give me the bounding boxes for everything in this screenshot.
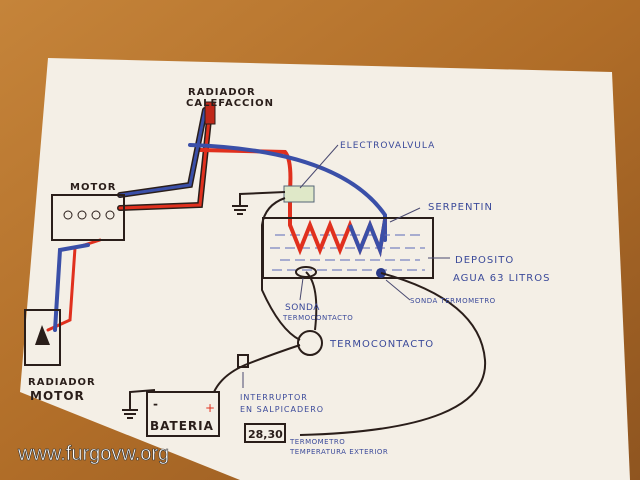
label-radiador-motor-2: MOTOR bbox=[30, 389, 85, 403]
paper-sheet bbox=[20, 58, 630, 480]
battery-minus: - bbox=[153, 397, 158, 411]
solenoid-valve bbox=[283, 185, 315, 203]
label-motor: MOTOR bbox=[70, 182, 116, 193]
label-interruptor-2: EN SALPICADERO bbox=[240, 405, 324, 414]
dashboard-switch-icon bbox=[237, 354, 249, 368]
heater-radiator-hose bbox=[204, 101, 216, 125]
label-sonda-termometro: SONDA TERMOMETRO bbox=[410, 297, 496, 305]
label-deposito: DEPOSITO bbox=[455, 255, 514, 266]
label-sonda-termocontacto-2: TERMOCONTACTO bbox=[282, 314, 353, 322]
label-electrovalvula: ELECTROVALVULA bbox=[340, 141, 435, 151]
cold-pipes bbox=[53, 107, 387, 332]
label-radiador-calefaccion-2: CALEFACCION bbox=[186, 98, 274, 109]
thermometer-display bbox=[244, 423, 286, 443]
label-radiador-calefaccion: RADIADOR bbox=[188, 87, 256, 98]
label-termocontacto: TERMOCONTACTO bbox=[329, 339, 434, 350]
label-sonda-termocontacto: SONDA bbox=[285, 303, 320, 313]
thermoswitch-icon bbox=[297, 330, 323, 356]
label-leaders bbox=[242, 144, 450, 388]
thermometer-reading: 28,30 bbox=[248, 428, 283, 441]
label-interruptor: INTERRUPTOR bbox=[240, 393, 308, 402]
label-radiador-motor: RADIADOR bbox=[28, 377, 96, 388]
label-termometro-2: TEMPERATURA EXTERIOR bbox=[289, 448, 388, 456]
engine-radiator bbox=[24, 309, 61, 366]
engine bbox=[51, 194, 125, 241]
battery-plus: + bbox=[205, 401, 215, 415]
watermark: www.furgovw.org bbox=[17, 443, 169, 465]
label-serpentin: SERPENTIN bbox=[428, 202, 493, 213]
label-bateria: BATERIA bbox=[150, 419, 214, 433]
battery bbox=[146, 391, 220, 437]
label-termometro: TERMOMETRO bbox=[289, 438, 345, 446]
label-deposito-capacity: AGUA 63 LITROS bbox=[453, 273, 550, 284]
wiring bbox=[122, 191, 487, 436]
